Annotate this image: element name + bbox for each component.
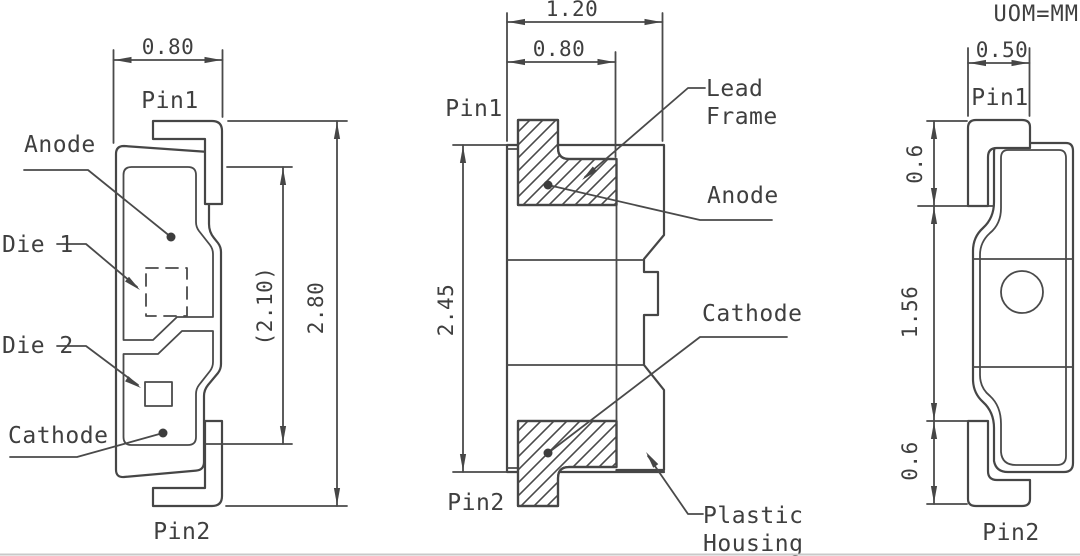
dim-label-pin1-len: 0.6	[903, 144, 927, 183]
dimension-stack-vertical: 0.6 1.56 0.6	[898, 120, 994, 505]
plastic-body-outline	[114, 144, 223, 479]
profile-outer-outline	[971, 141, 1075, 474]
pin2-label-right: Pin2	[982, 520, 1039, 546]
pin1-label: Pin1	[141, 88, 198, 114]
dimension-height-280: 2.80	[225, 120, 348, 507]
lead-frame-label-line1: Lead	[706, 76, 763, 102]
cross-section-view: 1.20 0.80 2.45 Lead Frame	[434, 0, 803, 556]
plastic-housing-leader: Plastic Housing	[643, 450, 803, 556]
anode-leader-mid: Anode	[543, 180, 779, 221]
pin1-label-right: Pin1	[971, 85, 1028, 111]
dim-label: 0.50	[976, 38, 1029, 62]
dim-label: 1.20	[546, 0, 599, 21]
dim-label-pin2-len: 0.6	[898, 441, 922, 480]
pin1-tab-profile	[966, 118, 1032, 208]
die1-label: Die 1	[2, 232, 74, 258]
pin2-label-mid: Pin2	[447, 490, 504, 516]
dim-label-body-len: 1.56	[898, 286, 922, 339]
anode-plate-outline	[122, 166, 214, 341]
pin2-tab-profile	[966, 419, 1032, 508]
left-view: 0.80 (2.10) 2.80 Anode	[2, 35, 348, 545]
face-hole	[1000, 270, 1044, 314]
profile-inner-outline	[979, 149, 1067, 466]
pin2-tab	[151, 419, 224, 508]
anode-leader: Anode	[23, 132, 176, 242]
dim-label: (2.10)	[253, 267, 277, 346]
pin2-label: Pin2	[153, 519, 210, 545]
cathode-lead-hatch	[516, 419, 618, 508]
anode-label-mid: Anode	[707, 183, 779, 209]
lead-frame-leader: Lead Frame	[579, 76, 778, 183]
lead-frame-label-line2: Frame	[706, 104, 778, 130]
dimension-lead-width-080: 0.80	[506, 37, 617, 158]
dim-label: 2.45	[434, 284, 458, 337]
die2-leader: Die 2	[2, 333, 143, 391]
dim-label: 0.80	[142, 35, 195, 59]
cathode-label-mid: Cathode	[702, 301, 802, 327]
cathode-label: Cathode	[8, 423, 108, 449]
die1-dashed-square	[145, 267, 188, 317]
right-view: 0.50 0.6 1.56 0.6 Pin1 Pin2	[898, 38, 1075, 546]
dimension-total-width-120: 1.20	[506, 0, 664, 142]
plastic-label-line1: Plastic	[703, 503, 803, 529]
pin1-tab	[151, 119, 224, 206]
anode-lead-hatch	[516, 118, 618, 207]
dim-label: 0.80	[533, 37, 586, 61]
dimension-height-245: 2.45	[434, 144, 508, 473]
dimension-width-080: 0.80	[112, 35, 224, 144]
anode-label: Anode	[24, 132, 96, 158]
die2-square	[144, 381, 173, 407]
die1-leader: Die 1	[2, 232, 142, 293]
dimension-inner-210: (2.10)	[205, 166, 293, 445]
dim-label: 2.80	[304, 282, 328, 335]
pin1-label-mid: Pin1	[445, 96, 502, 122]
uom-note: UOM=MM	[994, 2, 1079, 27]
dimension-width-050: 0.50	[967, 38, 1031, 117]
cathode-leader-mid: Cathode	[543, 301, 802, 458]
cathode-leader: Cathode	[8, 423, 168, 458]
die2-label: Die 2	[2, 333, 74, 359]
plastic-label-line2: Housing	[703, 531, 803, 556]
cathode-plate-outline	[122, 330, 214, 446]
